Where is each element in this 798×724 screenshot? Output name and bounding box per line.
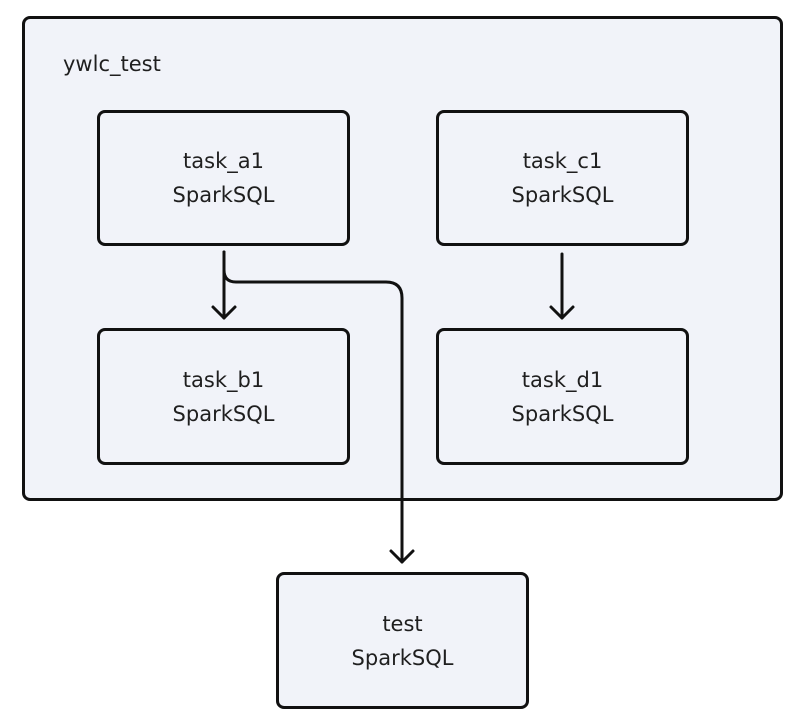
node-task-c1[interactable]: task_c1 SparkSQL	[436, 110, 689, 246]
node-type: SparkSQL	[172, 401, 275, 426]
node-name: task_a1	[183, 149, 264, 173]
node-task-b1[interactable]: task_b1 SparkSQL	[97, 328, 350, 465]
node-type: SparkSQL	[511, 401, 614, 426]
node-task-d1[interactable]: task_d1 SparkSQL	[436, 328, 689, 465]
node-name: task_b1	[182, 367, 265, 392]
node-task-a1[interactable]: task_a1 SparkSQL	[97, 110, 350, 246]
node-type: SparkSQL	[351, 645, 454, 670]
group-title: ywlc_test	[63, 52, 161, 76]
node-test[interactable]: test SparkSQL	[276, 572, 529, 709]
node-type: SparkSQL	[172, 183, 275, 207]
node-type: SparkSQL	[511, 183, 614, 207]
node-name: task_c1	[522, 149, 603, 173]
node-name: task_d1	[521, 367, 604, 392]
node-name: test	[382, 611, 423, 636]
arrowhead-test	[389, 549, 415, 564]
